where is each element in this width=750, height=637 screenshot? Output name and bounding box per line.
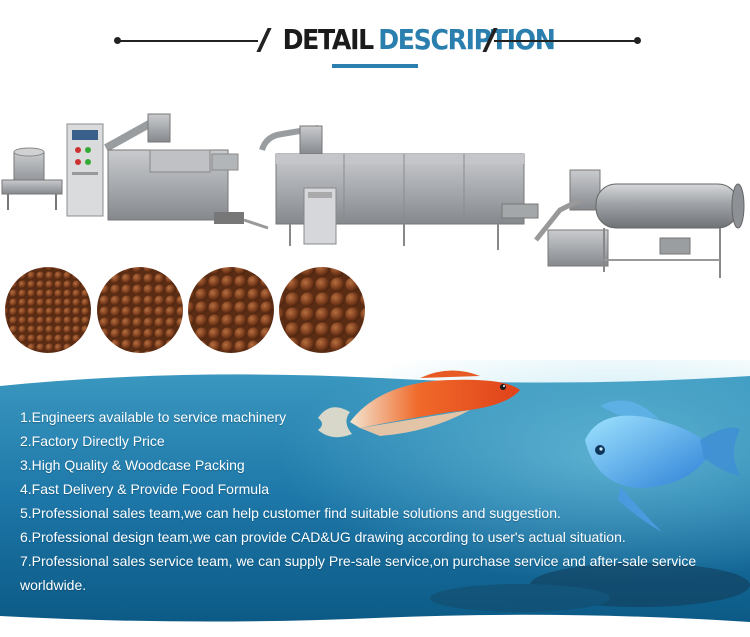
header-dot-right [634, 37, 641, 44]
feature-item: 1.Engineers available to service machine… [20, 409, 287, 425]
title-underline [332, 64, 418, 68]
header-line-left [118, 40, 258, 42]
gravel-bed [430, 563, 750, 612]
extruder [107, 149, 269, 230]
production-line-image [1, 113, 745, 278]
underwater-banner [0, 360, 750, 637]
title-word-description: DESCRIPTION [378, 23, 556, 56]
feature-item: 6.Professional design team,we can provid… [20, 529, 626, 545]
pellet-sample-large [188, 267, 274, 353]
header-line-right [494, 40, 638, 42]
feed-pellet-samples [5, 267, 365, 353]
pellet-sample-small [5, 267, 91, 353]
banner-background [0, 360, 750, 637]
blue-fish-illustration [585, 400, 740, 532]
control-cabinet [66, 123, 104, 217]
feature-item: 5.Professional sales team,we can help cu… [20, 505, 561, 521]
coating-drum [534, 169, 745, 278]
feature-item: 4.Fast Delivery & Provide Food Formula [20, 481, 269, 497]
header-dot-left [114, 37, 121, 44]
goldfish-illustration [318, 370, 520, 438]
feature-item: 2.Factory Directly Price [20, 433, 165, 449]
feature-item: 3.High Quality & Woodcase Packing [20, 457, 245, 473]
pellet-sample-xlarge [279, 267, 365, 353]
title-word-detail: DETAIL [282, 23, 375, 56]
pellet-sample-medium [97, 267, 183, 353]
dryer [259, 125, 539, 250]
mixer-unit [1, 147, 63, 210]
header-slash-left [256, 28, 272, 52]
feature-list: 1.Engineers available to service machine… [20, 405, 720, 597]
feature-item: 7.Professional sales service team, we ca… [20, 553, 697, 593]
screw-conveyor [104, 113, 171, 152]
